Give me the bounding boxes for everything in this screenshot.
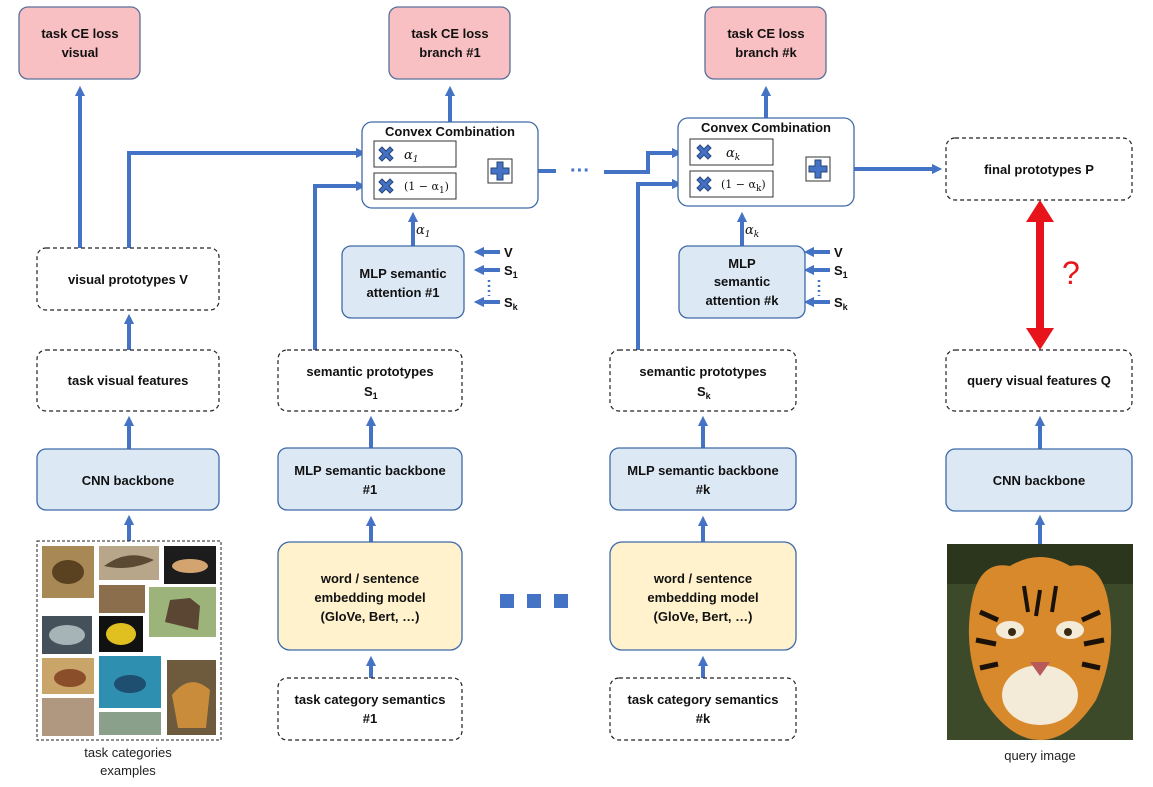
attention-1-box: MLP semantic attention #1 [341, 245, 465, 319]
one-minus-alpha-k: (1 − αk) [721, 178, 766, 194]
svg-text:MLP: MLP [728, 256, 756, 271]
branch-ellipsis: ··· [570, 160, 590, 182]
svg-text:S1: S1 [364, 384, 378, 401]
alpha-k-label: αk [745, 223, 759, 240]
svg-text:Convex Combination: Convex Combination [701, 120, 831, 135]
task-category-semantics-k-box: task category semantics #k [609, 677, 797, 741]
sum-icon [487, 158, 513, 184]
svg-text:branch #k: branch #k [735, 45, 797, 60]
semantic-prototypes-1-box: semantic prototypes S1 [277, 349, 463, 412]
svg-text:#k: #k [696, 711, 711, 726]
svg-text:S1: S1 [834, 263, 848, 280]
query-image-caption: query image [1004, 748, 1076, 763]
task-visual-features-box: task visual features [36, 349, 220, 412]
cnn-backbone-query-box: CNN backbone [945, 448, 1133, 512]
attention-k-box: MLP semantic attention #k [678, 245, 806, 319]
embedding-model-k-box: word / sentence embedding model (GloVe, … [609, 541, 797, 651]
svg-text:MLP semantic backbone: MLP semantic backbone [294, 463, 445, 478]
alpha-1-label: α1 [416, 223, 431, 240]
query-visual-features-box: query visual features Q [945, 349, 1133, 412]
svg-text:#k: #k [696, 482, 711, 497]
svg-text:semantic: semantic [714, 274, 770, 289]
attention-1-inputs: V S1 Sk [504, 245, 519, 312]
arrows [74, 85, 1046, 678]
svg-text:word / sentence: word / sentence [320, 571, 419, 586]
svg-text:word / sentence: word / sentence [653, 571, 752, 586]
shore-thumb [99, 712, 161, 735]
jellyfish-thumb [42, 698, 94, 736]
svg-text:MLP semantic: MLP semantic [359, 266, 446, 281]
examples-caption-line2: examples [100, 763, 156, 778]
attention-k-inputs: V S1 Sk [834, 245, 849, 312]
loss-visual-box: task CE loss visual [18, 6, 141, 80]
examples-caption-line1: task categories [84, 745, 172, 760]
svg-text:CNN backbone: CNN backbone [993, 473, 1085, 488]
svg-text:V: V [834, 245, 843, 260]
multiply-icon [377, 177, 395, 195]
svg-text:MLP semantic backbone: MLP semantic backbone [627, 463, 778, 478]
mlp-semantic-backbone-1-box: MLP semantic backbone #1 [277, 447, 463, 511]
svg-text:visual prototypes V: visual prototypes V [68, 272, 188, 287]
embedding-model-1-box: word / sentence embedding model (GloVe, … [277, 541, 463, 651]
svg-text:task visual features: task visual features [68, 373, 189, 388]
svg-text:attention #k: attention #k [706, 293, 780, 308]
multiply-icon [695, 143, 713, 161]
svg-text:Sk: Sk [697, 384, 712, 401]
svg-text:Sk: Sk [504, 295, 519, 312]
svg-text:#1: #1 [363, 482, 377, 497]
svg-text:task CE loss: task CE loss [41, 26, 118, 41]
svg-text:branch #1: branch #1 [419, 45, 480, 60]
svg-text:semantic prototypes: semantic prototypes [306, 364, 433, 379]
question-mark: ? [1062, 255, 1080, 291]
svg-text:task CE loss: task CE loss [727, 26, 804, 41]
svg-text:V: V [504, 245, 513, 260]
mlp-semantic-backbone-k-box: MLP semantic backbone #k [609, 447, 797, 511]
svg-text:task category semantics: task category semantics [294, 692, 445, 707]
svg-text:Sk: Sk [834, 295, 849, 312]
svg-text:task CE loss: task CE loss [411, 26, 488, 41]
task-category-semantics-1-box: task category semantics #1 [277, 677, 463, 741]
alpha-k: αk [726, 146, 740, 163]
semantic-prototypes-k-box: semantic prototypes Sk [609, 349, 797, 412]
svg-text:final prototypes P: final prototypes P [984, 162, 1094, 177]
svg-text:CNN backbone: CNN backbone [82, 473, 174, 488]
svg-text:embedding model: embedding model [314, 590, 425, 605]
svg-text:attention #1: attention #1 [367, 285, 440, 300]
svg-text:(GloVe, Bert, …): (GloVe, Bert, …) [321, 609, 420, 624]
svg-text:embedding model: embedding model [647, 590, 758, 605]
one-minus-alpha-1: (1 − α1) [404, 180, 449, 196]
convex-combination-k: Convex Combination αk (1 − αk) [677, 117, 855, 207]
convex-combination-1: Convex Combination α1 (1 − α1) [361, 121, 539, 209]
semantic-branches-ellipsis [500, 594, 568, 608]
multiply-icon [695, 175, 713, 193]
multiply-icon [377, 145, 395, 163]
svg-text:semantic prototypes: semantic prototypes [639, 364, 766, 379]
svg-text:task category semantics: task category semantics [627, 692, 778, 707]
loss-branch1-box: task CE loss branch #1 [388, 6, 511, 80]
svg-text:S1: S1 [504, 263, 518, 280]
svg-text:(GloVe, Bert, …): (GloVe, Bert, …) [654, 609, 753, 624]
comparison-arrow: ? [1026, 200, 1080, 350]
svg-text:query visual features Q: query visual features Q [967, 373, 1111, 388]
svg-text:visual: visual [62, 45, 99, 60]
query-image [947, 544, 1133, 740]
spider-thumb [99, 585, 145, 613]
svg-text:Convex Combination: Convex Combination [385, 124, 515, 139]
cnn-backbone-visual-box: CNN backbone [36, 448, 220, 511]
task-examples-collage [36, 540, 222, 741]
loss-branchk-box: task CE loss branch #k [704, 6, 827, 80]
visual-prototypes-box: visual prototypes V [36, 247, 220, 311]
alpha-1: α1 [404, 148, 419, 165]
sum-icon [805, 156, 831, 182]
final-prototypes-box: final prototypes P [945, 137, 1133, 201]
svg-text:#1: #1 [363, 711, 377, 726]
